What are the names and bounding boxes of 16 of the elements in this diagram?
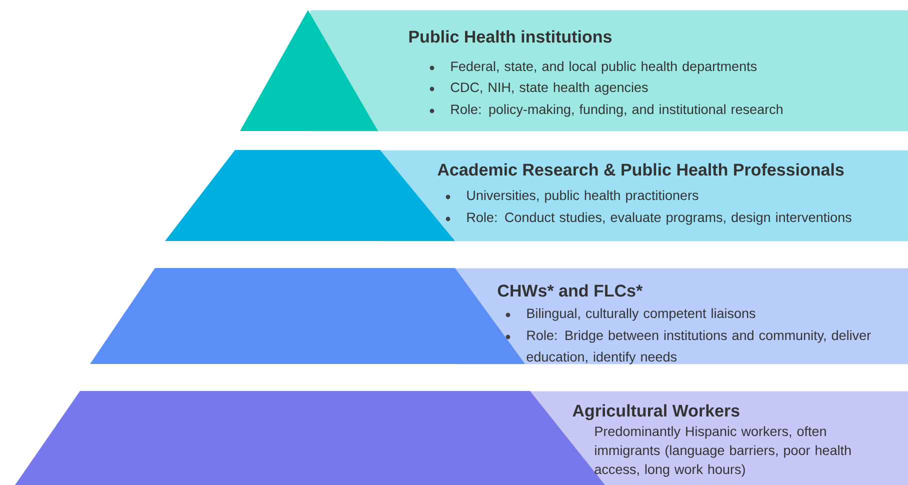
pyramid-tier — [90, 268, 908, 364]
bullet-item: Federal, state, and local public health departments — [430, 61, 757, 74]
bullet-item: Role: Conduct studies, evaluate programs, design interventions — [446, 212, 852, 225]
bullet-item: CDC, NIH, state health agencies — [430, 82, 648, 95]
tier-heading: Public Health institutions — [409, 30, 612, 43]
tier-heading: Academic Research & Public Health Professionals — [438, 163, 844, 176]
pyramid-tier — [165, 150, 908, 242]
bullet-item: Role: Bridge between institutions and community, deliver education, identify needs — [506, 330, 871, 364]
bullet-item: Universities, public health practitioners — [446, 190, 698, 203]
pyramid-tier — [15, 391, 908, 485]
tier-description: Predominantly Hispanic workers, often immigrants (language barriers, poor health access, long work hours) — [594, 426, 851, 477]
pyramid-tier — [240, 10, 908, 132]
tier-heading: CHWs* and FLCs* — [498, 284, 643, 297]
bullet-item: Bilingual, culturally competent liaisons — [506, 308, 756, 321]
tier-heading: Agricultural Workers — [572, 404, 740, 420]
bullet-item: Role: policy-making, funding, and institutional research — [430, 104, 782, 117]
